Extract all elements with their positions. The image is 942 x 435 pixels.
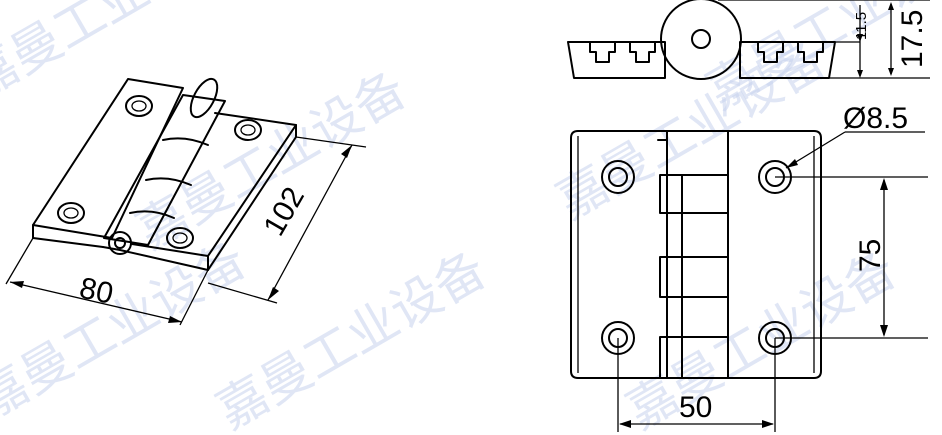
- dimension-vertical-spacing: 75: [775, 176, 928, 339]
- dimension-leaf-thickness-label: 11.5: [853, 12, 870, 40]
- dimension-hole-diameter-label: Ø8.5: [843, 102, 908, 135]
- dimension-horizontal-spacing-label: 50: [679, 391, 712, 424]
- dimension-overall-thickness-label: 17.5: [896, 10, 929, 68]
- dimension-vertical-spacing-label: 75: [854, 239, 887, 272]
- dimension-width: 80: [5, 237, 209, 326]
- dimension-hole-diameter: Ø8.5: [785, 102, 925, 169]
- front-view: [570, 130, 822, 379]
- dimension-horizontal-spacing: 50: [617, 338, 776, 432]
- isometric-hinge: [32, 77, 297, 271]
- side-view: 11.5 17.5: [567, 0, 930, 80]
- dimension-width-label: 80: [77, 272, 117, 311]
- watermark: 嘉曼工业设备: [0, 0, 246, 110]
- watermark: 嘉曼工业设备: [207, 240, 496, 435]
